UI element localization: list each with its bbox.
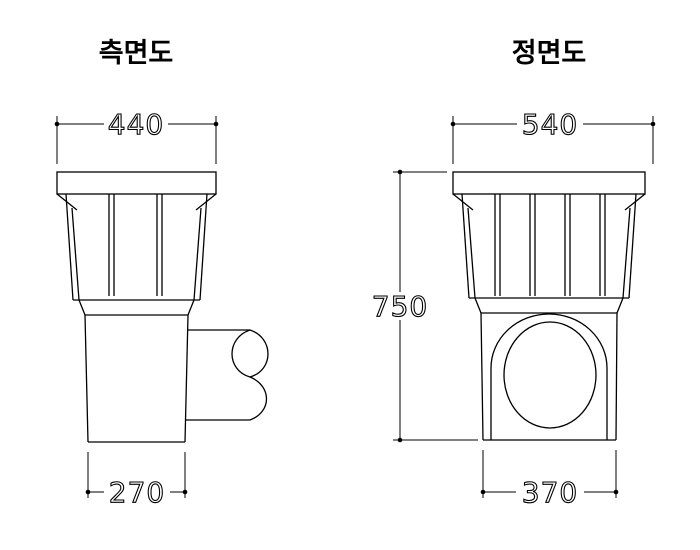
- front-top-dimension-label: 540: [522, 108, 578, 141]
- side-strainer: [56, 193, 217, 301]
- front-body: [474, 297, 624, 441]
- front-outlet: [490, 313, 608, 440]
- front-view: 정면도 540 750: [366, 38, 656, 510]
- side-bottom-dimension-label: 270: [109, 476, 165, 509]
- front-strainer: [452, 193, 646, 299]
- side-top-dimension: 440: [54, 107, 219, 164]
- front-height-dimension-label: 750: [372, 290, 428, 323]
- side-top-dimension-label: 440: [108, 108, 164, 141]
- front-height-dimension: 750: [366, 169, 478, 443]
- side-bottom-dimension: 270: [85, 452, 188, 510]
- side-rim: [56, 171, 217, 195]
- side-body: [78, 299, 195, 443]
- front-view-title: 정면도: [512, 38, 587, 69]
- front-rim: [452, 171, 646, 195]
- side-view: 측면도 440: [54, 38, 269, 510]
- front-bottom-dimension: 370: [480, 450, 619, 510]
- side-view-title: 측면도: [99, 38, 174, 69]
- side-outlet-pipe: [186, 329, 269, 421]
- front-bottom-dimension-label: 370: [522, 476, 578, 509]
- front-top-dimension: 540: [450, 107, 656, 164]
